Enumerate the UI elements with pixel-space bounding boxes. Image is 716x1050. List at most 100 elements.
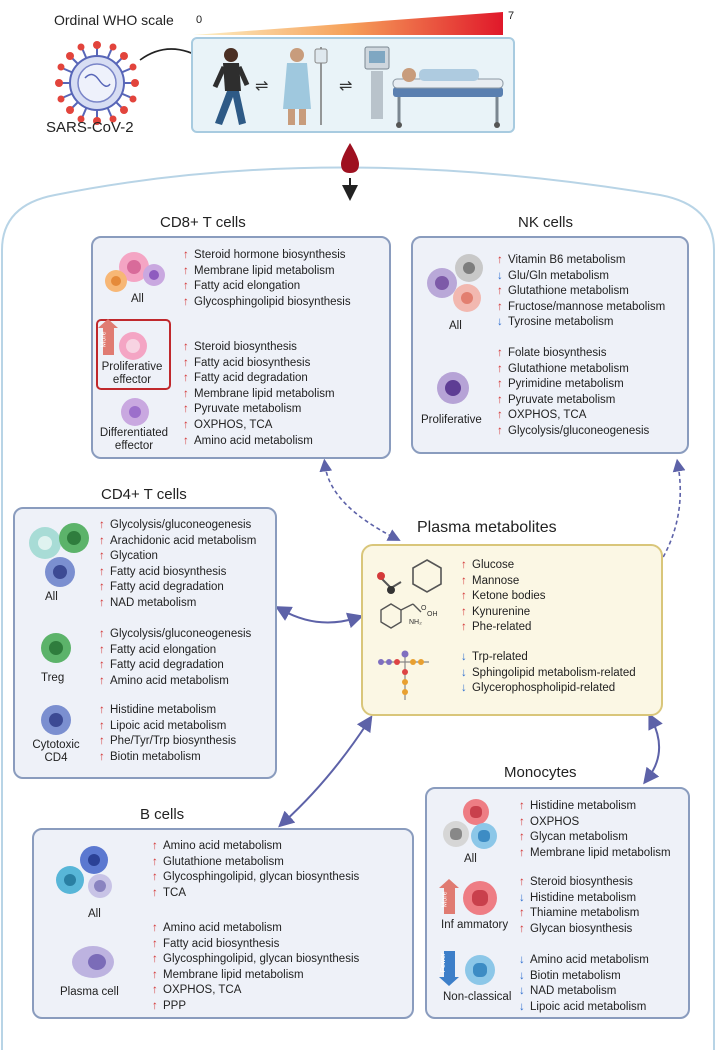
cd8-proliferative-label: Proliferative effector (101, 361, 163, 386)
svg-text:O: O (421, 605, 427, 612)
connector-cd4-plasma (275, 606, 364, 629)
mono-all-list: ↑Histidine metabolism↑OXPHOS↑Glycan meta… (519, 799, 671, 861)
nk-proliferative-cell-icon (437, 372, 469, 404)
pathway-item: ↑Lipoic acid metabolism (99, 719, 236, 735)
metabolite-structures-icon: O OH NH₂ (377, 559, 442, 700)
up-arrow-icon: ↑ (497, 362, 503, 375)
who-scale-min: 0 (196, 14, 203, 26)
pathway-item: ↑Membrane lipid metabolism (183, 264, 351, 280)
pathway-label: Fatty acid biosynthesis (194, 356, 311, 369)
pathway-item: ↑Kynurenine (461, 605, 546, 621)
pathway-label: Glycosphingolipid, glycan biosynthesis (163, 953, 360, 966)
who-scale-label: Ordinal WHO scale (54, 12, 174, 28)
pathway-item: ↑Vitamin B6 metabolism (497, 253, 665, 269)
down-arrow-icon: ↓ (519, 891, 525, 904)
up-arrow-icon: ↑ (99, 628, 105, 640)
up-arrow-icon: ↑ (152, 999, 158, 1012)
down-arrow-icon: ↓ (497, 316, 503, 329)
up-arrow-icon: ↑ (461, 574, 467, 587)
pathway-label: Tyrosine metabolism (508, 316, 614, 329)
cd4-panel: All ↑Glycolysis/gluconeogenesis↑Arachido… (13, 507, 277, 779)
pathway-item: ↑Fatty acid degradation (99, 580, 256, 596)
up-arrow-icon: ↑ (183, 387, 189, 400)
pathway-item: ↑Membrane lipid metabolism (152, 968, 359, 984)
pathway-item: ↑Thiamine metabolism (519, 906, 639, 922)
pathway-item: ↑ Glycosphingolipid, glycan biosynthesis (152, 870, 359, 886)
cd8-all-label: All (131, 293, 144, 305)
pathway-label: Folate biosynthesis (508, 347, 607, 359)
up-arrow-icon: ↑ (461, 621, 467, 634)
pathway-label: Membrane lipid metabolism (163, 968, 304, 981)
mono-nonclassical-list: ↓Amino acid metabolism↓Biotin metabolism… (519, 953, 649, 1015)
pathway-item: ↑Pyrimidine metabolism (497, 377, 649, 393)
up-arrow-icon: ↑ (519, 922, 525, 935)
up-arrow-icon: ↑ (99, 550, 105, 563)
pathway-label: OXPHOS (530, 815, 580, 828)
pathway-label: Membrane lipid metabolism (530, 846, 671, 859)
up-arrow-icon: ↑ (497, 285, 503, 298)
nk-panel: All ↑Vitamin B6 metabolism↓Glu/Gln metab… (411, 236, 689, 454)
cd4-treg-cell-icon (41, 633, 71, 663)
pathway-label: Sphingolipid metabolism-related (472, 666, 636, 679)
up-arrow-icon: ↑ (99, 534, 105, 547)
cd4-all-cell-icon (29, 527, 61, 559)
pathway-label: Fatty acid degradation (110, 659, 224, 672)
mono-inflammatory-label: Inf ammatory (441, 919, 509, 931)
pathway-label: Amino acid metabolism (110, 674, 229, 687)
pathway-label: Phe-related (472, 621, 532, 634)
more-badge: More (100, 327, 114, 355)
pathway-item: ↑OXPHOS, TCA (183, 418, 335, 434)
down-arrow-icon: ↓ (519, 969, 525, 982)
pathway-item: ↑Fatty acid biosynthesis (99, 565, 256, 581)
up-arrow-icon: ↑ (497, 378, 503, 391)
up-arrow-icon: ↑ (519, 800, 525, 812)
up-arrow-icon: ↑ (519, 907, 525, 920)
pathway-item: ↑NAD metabolism (99, 596, 256, 612)
pathway-label: Glycan metabolism (530, 831, 628, 844)
up-arrow-icon: ↑ (183, 372, 189, 385)
svg-text:⇌: ⇌ (339, 76, 352, 95)
pathway-label: Histidine metabolism (110, 704, 217, 716)
plasma-down-list: ↓Trp-related↓Sphingolipid metabolism-rel… (461, 650, 636, 697)
pathway-item: ↑ Glutathione metabolism (497, 284, 665, 300)
pathway-item: ↑Amino acid metabolism (183, 434, 335, 450)
bcell-all-list: ↑Amino acid metabolism↑Glutathione metab… (152, 839, 359, 901)
up-arrow-icon: ↑ (183, 434, 189, 447)
bcell-all-cell-icon-2 (56, 866, 84, 894)
up-arrow-icon: ↑ (99, 581, 105, 594)
pathway-label: Pyruvate metabolism (194, 403, 302, 416)
pathway-label: Amino acid metabolism (530, 954, 649, 966)
nk-all-cell-icon (427, 268, 457, 298)
pathway-label: Fatty acid elongation (194, 280, 301, 293)
up-arrow-icon: ↑ (152, 886, 158, 899)
up-arrow-icon: ↑ (497, 424, 503, 437)
bcell-all-cell-icon (80, 846, 108, 874)
cd8-differentiated-label: Differentiated effector (99, 427, 169, 452)
pathway-label: Phe/Tyr/Trp biosynthesis (110, 735, 237, 748)
cd8-proliferative-highlight (96, 319, 171, 390)
pathway-item: ↑TCA (152, 886, 359, 902)
pathway-item: ↑Glycan biosynthesis (519, 922, 639, 938)
pathway-item: ↑Glycosphingolipid biosynthesis (183, 295, 351, 311)
pathway-label: PPP (163, 999, 187, 1012)
pathway-label: Glutathione metabolism (508, 285, 629, 298)
pathway-label: Glycosphingolipid, glycan biosynthesis (163, 871, 360, 884)
pathway-item: ↑Glucose (461, 558, 546, 574)
up-arrow-icon: ↑ (152, 871, 158, 884)
pathway-label: Glycosphingolipid biosynthesis (194, 295, 351, 308)
pathway-item: ↑ Membrane lipid metabolism (519, 846, 671, 862)
mono-all-cell-icon (463, 799, 489, 825)
pathway-item: ↑Pyruvate metabolism (183, 402, 335, 418)
connector-bcells-plasma (278, 715, 373, 828)
pathway-label: Steroid hormone biosynthesis (194, 249, 346, 261)
pathway-label: Glycolysis/gluconeogenesis (110, 628, 252, 640)
pathway-label: Fatty acid biosynthesis (110, 565, 227, 578)
cd4-cytotoxic-cell-icon (41, 705, 71, 735)
bcells-panel: All ↑Amino acid metabolism↑Glutathione m… (32, 828, 414, 1019)
up-arrow-icon: ↑ (497, 300, 503, 313)
walking-person-icon (212, 48, 250, 125)
pathway-label: Amino acid metabolism (163, 922, 282, 934)
down-arrow-icon: ↓ (497, 269, 503, 282)
mono-all-cell-icon-2 (443, 821, 469, 847)
up-arrow-icon: ↑ (519, 846, 525, 859)
